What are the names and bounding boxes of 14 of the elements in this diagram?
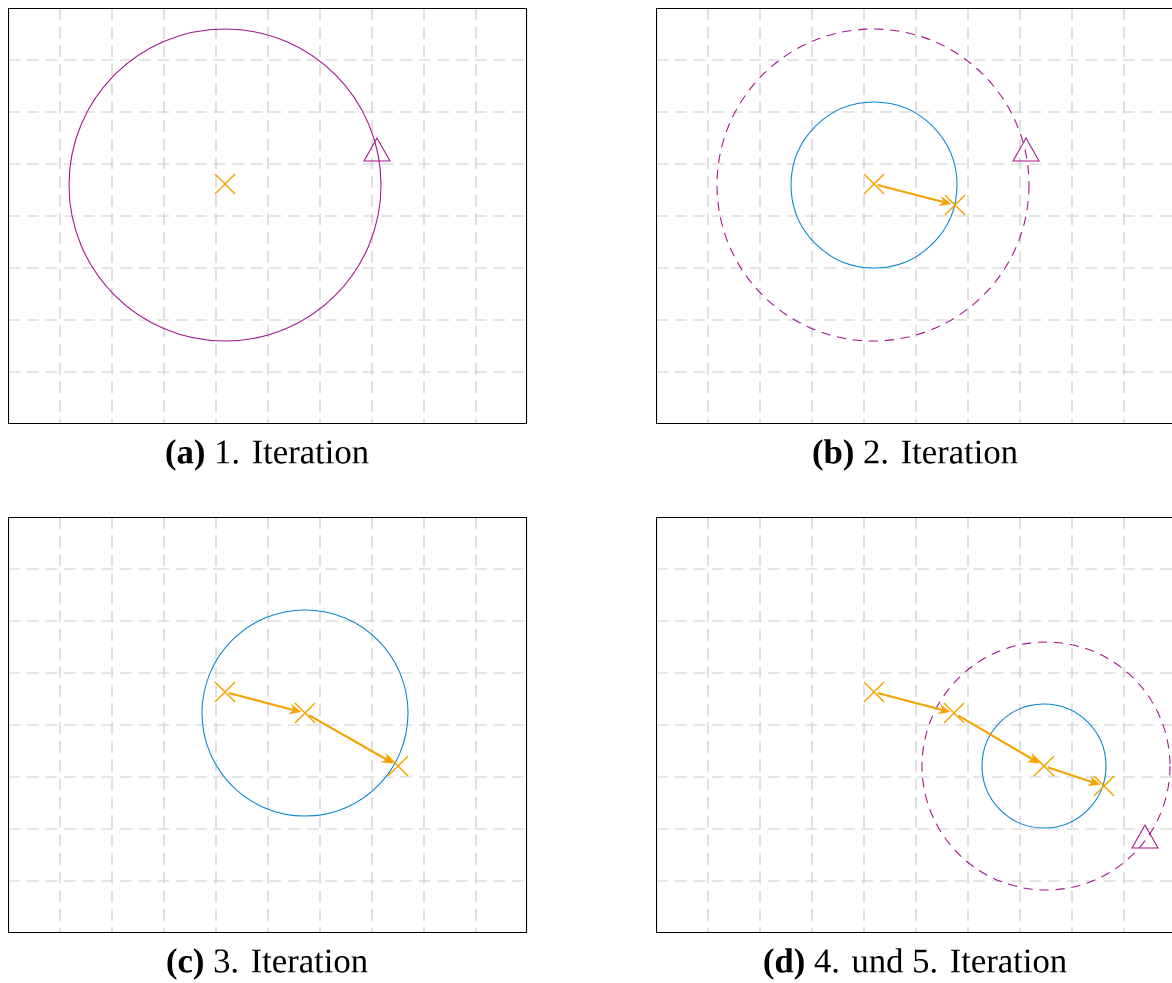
cross-marker xyxy=(943,702,965,724)
cross-marker xyxy=(863,173,885,195)
cross-marker xyxy=(863,681,885,703)
cross-marker xyxy=(294,702,316,724)
cross-marker xyxy=(1033,755,1055,777)
panel-label: (d) 4. und 5. Iteration xyxy=(764,948,1067,980)
cross-marker xyxy=(1093,775,1115,797)
cross-marker xyxy=(387,755,409,777)
panel-label: (b) 2. Iteration xyxy=(813,439,1018,471)
panel-label: (a) 1. Iteration xyxy=(166,439,369,471)
panel-label: (c) 3. Iteration xyxy=(167,948,368,980)
cross-marker xyxy=(214,173,236,195)
cross-marker xyxy=(214,681,236,703)
cross-marker xyxy=(944,194,966,216)
